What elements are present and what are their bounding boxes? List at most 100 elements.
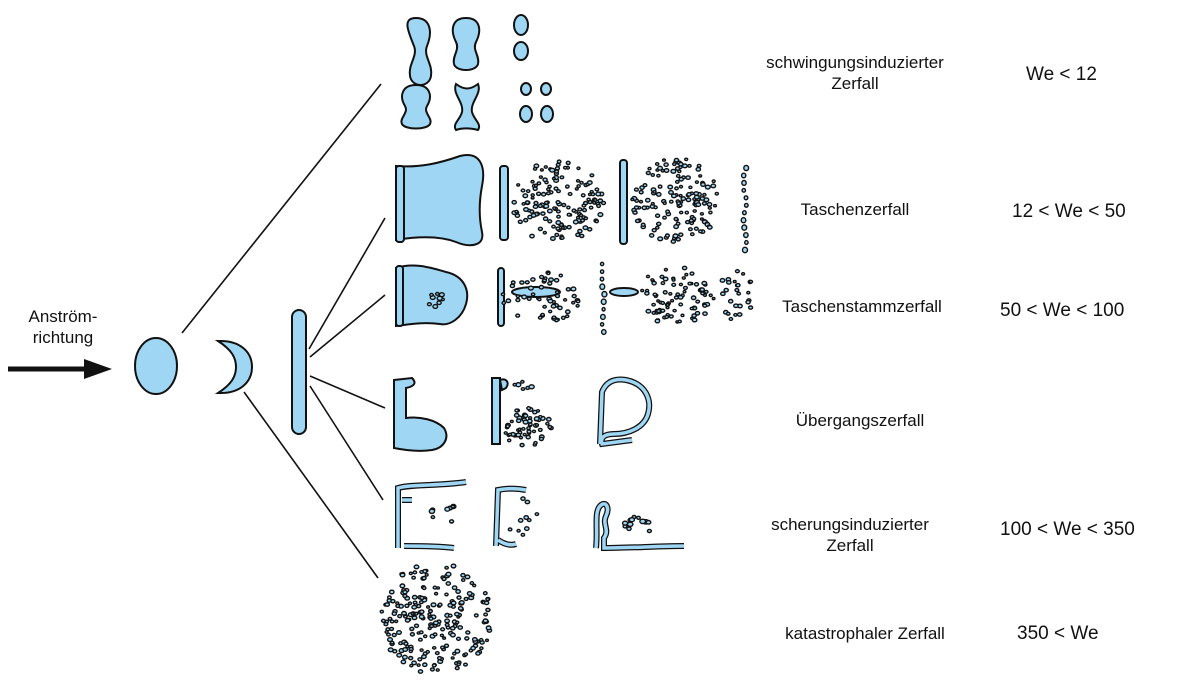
droplet bbox=[666, 234, 670, 237]
droplet bbox=[445, 644, 449, 647]
droplet bbox=[456, 621, 459, 623]
droplet bbox=[451, 564, 456, 568]
droplet bbox=[385, 603, 389, 606]
regime-5-name-line1: scherungsinduzierter bbox=[725, 514, 975, 535]
droplet bbox=[521, 381, 524, 384]
droplet bbox=[529, 286, 534, 290]
droplet bbox=[647, 529, 651, 532]
droplet bbox=[544, 217, 548, 220]
regime-4-shapes bbox=[394, 378, 649, 451]
droplet bbox=[547, 418, 551, 422]
droplet bbox=[485, 601, 489, 604]
droplet bbox=[699, 175, 702, 177]
droplet bbox=[524, 414, 528, 417]
droplet bbox=[729, 300, 733, 303]
droplet bbox=[522, 428, 525, 431]
droplet bbox=[742, 273, 745, 275]
droplet bbox=[683, 291, 686, 293]
droplet bbox=[546, 422, 549, 425]
droplet bbox=[577, 180, 580, 182]
droplet bbox=[476, 652, 480, 655]
droplet bbox=[557, 210, 561, 213]
droplet bbox=[655, 319, 659, 323]
droplet bbox=[483, 619, 488, 623]
droplet bbox=[513, 383, 516, 386]
droplet bbox=[690, 272, 694, 275]
droplet bbox=[400, 573, 405, 577]
droplet bbox=[531, 194, 534, 196]
droplet bbox=[539, 416, 542, 419]
droplet bbox=[420, 571, 423, 574]
droplet bbox=[415, 624, 419, 627]
droplet bbox=[457, 663, 460, 666]
droplet bbox=[390, 590, 394, 594]
regime-6-shapes bbox=[380, 564, 491, 673]
droplet bbox=[691, 296, 695, 300]
droplet bbox=[531, 181, 534, 183]
droplet bbox=[429, 509, 434, 513]
droplet bbox=[392, 612, 396, 615]
droplet bbox=[517, 184, 520, 186]
droplet bbox=[531, 197, 534, 199]
droplet bbox=[558, 306, 562, 309]
droplet bbox=[564, 299, 567, 301]
droplet bbox=[735, 289, 739, 292]
droplet bbox=[539, 428, 543, 431]
droplet bbox=[629, 518, 634, 522]
droplet bbox=[405, 604, 409, 607]
droplet bbox=[744, 165, 749, 170]
flattened-disk bbox=[292, 310, 306, 434]
droplet bbox=[743, 247, 748, 252]
droplet bbox=[729, 318, 732, 321]
droplet bbox=[663, 291, 667, 294]
droplet bbox=[584, 202, 588, 205]
droplet bbox=[578, 208, 582, 211]
droplet bbox=[441, 628, 445, 631]
droplet bbox=[539, 286, 543, 289]
droplet bbox=[686, 198, 690, 202]
droplet bbox=[451, 601, 456, 605]
droplet bbox=[581, 194, 585, 197]
droplet bbox=[510, 420, 513, 422]
droplet bbox=[550, 168, 555, 172]
droplet bbox=[651, 279, 654, 281]
droplet bbox=[534, 442, 537, 445]
droplet bbox=[533, 430, 536, 432]
droplet bbox=[526, 435, 530, 438]
droplet bbox=[567, 206, 570, 209]
droplet bbox=[523, 194, 528, 198]
droplet bbox=[653, 191, 656, 193]
regime-1-name-line1: schwingungsinduzierter bbox=[720, 52, 990, 73]
droplet bbox=[414, 565, 419, 569]
droplet bbox=[559, 274, 562, 277]
regime-5-shapes bbox=[398, 482, 684, 548]
droplet bbox=[441, 646, 444, 649]
droplet bbox=[738, 313, 742, 316]
droplet bbox=[420, 601, 424, 604]
droplet bbox=[708, 207, 711, 209]
droplet bbox=[733, 281, 736, 283]
droplet bbox=[508, 528, 512, 531]
droplet bbox=[428, 303, 432, 306]
droplet bbox=[464, 663, 468, 666]
droplet bbox=[451, 627, 455, 630]
droplet bbox=[538, 227, 542, 230]
droplet bbox=[702, 281, 707, 285]
droplet bbox=[431, 603, 436, 607]
droplet bbox=[627, 527, 631, 530]
droplet bbox=[436, 652, 440, 655]
droplet bbox=[580, 182, 583, 185]
droplet bbox=[433, 633, 437, 636]
droplet bbox=[455, 612, 459, 615]
droplet bbox=[456, 590, 460, 594]
droplet bbox=[595, 188, 599, 191]
droplet bbox=[432, 664, 436, 667]
droplet bbox=[577, 216, 580, 218]
droplet bbox=[578, 229, 582, 232]
droplet bbox=[541, 169, 544, 171]
droplet bbox=[457, 596, 461, 599]
droplet bbox=[602, 292, 607, 297]
droplet bbox=[575, 211, 578, 213]
droplet bbox=[742, 225, 747, 230]
